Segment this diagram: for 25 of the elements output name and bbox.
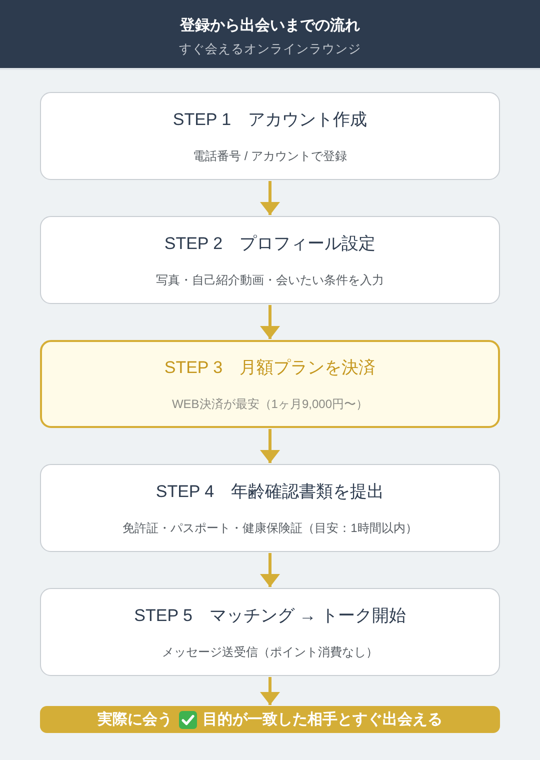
step-description: 写真・自己紹介動画・会いたい条件を入力	[156, 272, 384, 288]
arrow	[260, 553, 280, 587]
diagram-title: 登録から出会いまでの流れ	[180, 16, 360, 36]
subtitle: すぐ会えるオンラインラウンジ	[179, 41, 361, 58]
step-description: メッセージ送受信（ポイント消費なし）	[162, 644, 378, 660]
step-card	[40, 216, 500, 304]
step-title: STEP 1 アカウント作成	[172, 108, 368, 130]
arrow	[260, 181, 280, 215]
highlighted-step-card	[40, 340, 500, 428]
step-card	[40, 464, 500, 552]
step-title: STEP 4 年齢確認書類を提出	[156, 480, 384, 502]
step-description: 免許証・パスポート・健康保険証（目安：1時間以内）	[122, 520, 418, 536]
step-title: STEP 5 マッチング → トーク開始	[134, 604, 406, 626]
arrow	[260, 677, 280, 705]
result-banner	[40, 706, 500, 733]
step-card	[40, 92, 500, 180]
step-description: 電話番号 / アカウントで登録	[192, 148, 347, 164]
arrow	[260, 305, 280, 339]
step-description: WEB決済が最安（1ヶ月9,000円〜）	[172, 396, 368, 412]
banner-text: 実際に会う	[98, 710, 172, 730]
step-card	[40, 588, 500, 676]
arrow	[260, 429, 280, 463]
banner-text: 目的が一致した相手とすぐ出会える	[202, 710, 442, 730]
step-title: STEP 3 月額プランを決済	[164, 356, 376, 378]
step-title: STEP 2 プロフィール設定	[164, 232, 376, 254]
